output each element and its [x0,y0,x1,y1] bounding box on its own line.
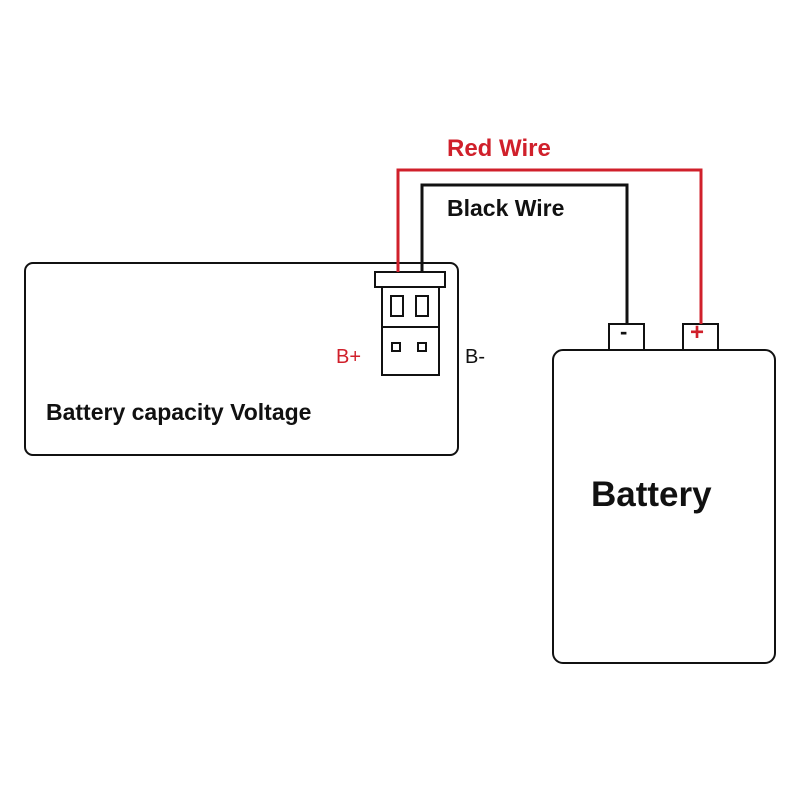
battery-terminal-negative [608,323,645,351]
black-wire-label: Black Wire [447,195,565,221]
connector-housing-top [374,271,446,288]
red-wire [396,168,703,324]
module-positive-label: B+ [336,346,362,368]
connector-pin-left [391,342,401,352]
module-negative-label: B- [465,346,485,368]
red-wire-label: Red Wire [447,135,551,162]
connector-pin-right [417,342,427,352]
module-title: Battery capacity Voltage [46,399,312,425]
connector-pin-slot-left [390,295,404,317]
battery-positive-symbol: + [690,319,705,346]
battery-negative-symbol: - [620,319,628,344]
module-connector [374,271,446,376]
module-box [24,262,459,456]
battery-terminal-positive [682,323,719,351]
battery-body [552,349,776,664]
connector-pin-slot-right [415,295,429,317]
black-wire [420,183,629,324]
battery-title: Battery [591,475,712,514]
